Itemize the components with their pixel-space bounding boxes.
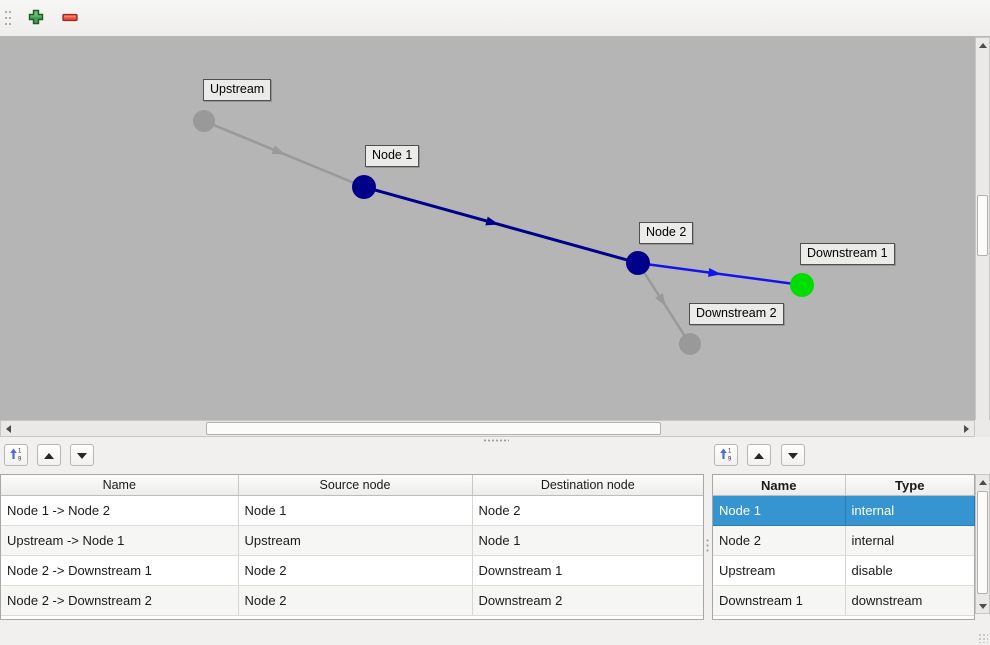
graph-node[interactable] [679,333,701,355]
table-cell[interactable]: downstream [845,585,974,616]
svg-text:9: 9 [18,456,22,462]
table-cell[interactable]: Node 2 [472,495,703,526]
table-cell[interactable]: Downstream 1 [713,585,846,616]
table-cell[interactable]: disable [845,555,974,586]
column-header[interactable]: Name [713,475,846,496]
table-cell[interactable]: Downstream 1 [472,555,703,586]
move-edge-up-button[interactable] [37,444,61,466]
table-cell[interactable]: Node 2 [713,525,846,556]
column-header[interactable]: Source node [238,475,473,496]
canvas-horizontal-scrollbar[interactable] [0,420,975,437]
splitter-grip-icon [483,439,509,442]
node-label[interactable]: Downstream 1 [800,243,895,265]
table-cell[interactable]: Upstream [713,555,846,586]
graph-edge[interactable] [363,185,639,265]
graph-svg [193,110,814,355]
table-cell[interactable]: Node 1 [472,525,703,556]
main-toolbar [0,0,990,37]
move-up-icon [43,448,55,463]
svg-text:9: 9 [728,456,732,462]
table-cell[interactable]: internal [845,495,975,526]
table-cell[interactable]: Node 2 -> Downstream 2 [1,585,239,616]
remove-button[interactable] [56,4,84,32]
sort-ascending-icon: 1 9 [8,446,24,465]
edge-arrow-icon [485,216,500,226]
node-label[interactable]: Upstream [203,79,272,101]
edge-arrow-icon [708,268,722,277]
svg-text:1: 1 [18,448,22,454]
node-label[interactable]: Node 1 [365,145,420,167]
move-down-icon [76,448,88,463]
table-cell[interactable]: Node 1 -> Node 2 [1,495,239,526]
sort-ascending-icon: 1 9 [718,446,734,465]
scroll-up-button[interactable] [976,475,989,489]
toolbar-drag-handle[interactable] [4,7,12,29]
svg-text:1: 1 [728,448,732,454]
column-header[interactable]: Name [1,475,239,496]
add-button[interactable] [22,4,50,32]
vertical-scroll-thumb[interactable] [977,195,988,256]
scroll-down-button[interactable] [976,599,989,613]
scroll-right-button[interactable] [959,421,974,436]
sort-edges-button[interactable]: 1 9 [4,444,28,466]
table-splitter[interactable] [704,474,712,620]
node-label[interactable]: Downstream 2 [689,303,784,325]
node-label[interactable]: Node 2 [639,222,694,244]
pane-splitter[interactable] [0,437,990,444]
table-cell[interactable]: Node 1 [713,495,846,526]
horizontal-scroll-thumb[interactable] [206,422,661,435]
graph-node[interactable] [626,251,650,275]
table-cell[interactable]: Node 2 -> Downstream 1 [1,555,239,586]
table-cell[interactable]: Upstream -> Node 1 [1,525,239,556]
table-cell[interactable]: Upstream [238,525,473,556]
window-resize-grip[interactable] [978,633,988,643]
edge-arrow-icon [271,145,286,155]
vertical-scroll-thumb[interactable] [977,491,988,594]
move-node-up-button[interactable] [747,444,771,466]
scrollbar-corner [975,420,990,437]
table-cell[interactable]: Node 1 [238,495,473,526]
scroll-left-button[interactable] [1,421,16,436]
node-table-scrollbar[interactable] [975,474,990,614]
graph-node[interactable] [193,110,215,132]
column-header[interactable]: Destination node [472,475,703,496]
column-header[interactable]: Type [845,475,974,496]
canvas-vertical-scrollbar[interactable] [975,37,990,437]
move-node-down-button[interactable] [781,444,805,466]
edge-arrow-icon [655,293,666,307]
move-up-icon [753,448,765,463]
splitter-grip-icon [706,538,709,554]
move-edge-down-button[interactable] [70,444,94,466]
table-cell[interactable]: internal [845,525,974,556]
table-cell[interactable]: Downstream 2 [472,585,703,616]
graph-node[interactable] [790,273,814,297]
scroll-up-button[interactable] [976,38,989,53]
remove-icon [60,8,80,29]
graph-node[interactable] [352,175,376,199]
sort-nodes-button[interactable]: 1 9 [714,444,738,466]
table-cell[interactable]: Node 2 [238,585,473,616]
table-cell[interactable]: Node 2 [238,555,473,586]
move-down-icon [787,448,799,463]
add-icon [27,8,45,29]
